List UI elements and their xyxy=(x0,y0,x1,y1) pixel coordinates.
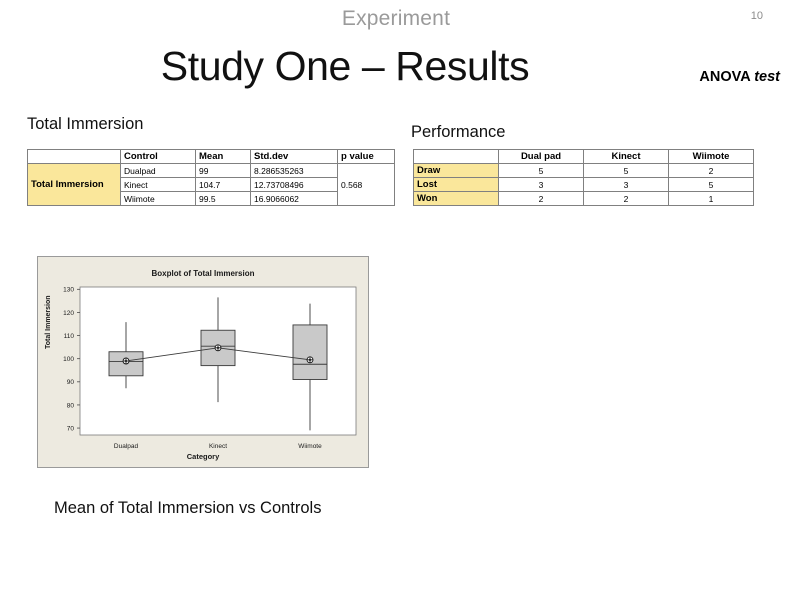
cell-draw-wiimote: 2 xyxy=(668,163,754,178)
svg-text:90: 90 xyxy=(67,379,75,386)
cell-lost-dualpad: 3 xyxy=(498,177,584,192)
slide-kicker: Experiment xyxy=(341,7,451,30)
svg-text:100: 100 xyxy=(63,356,74,363)
header-cell-pvalue: p value xyxy=(337,149,395,164)
cell-lost-wiimote: 5 xyxy=(668,177,754,192)
row-header-total-immersion: Total Immersion xyxy=(27,163,121,206)
cell-won-wiimote: 1 xyxy=(668,191,754,206)
header-cell-blank xyxy=(27,149,121,164)
cell-mean-dualpad: 99 xyxy=(195,163,251,178)
header-cell-wiimote: Wiimote xyxy=(668,149,754,164)
table-row: Draw 5 5 2 xyxy=(413,163,754,178)
page-title: Study One – Results xyxy=(160,43,530,89)
table-header-row: Control Mean Std.dev p value xyxy=(27,149,395,164)
header-cell-dualpad: Dual pad xyxy=(498,149,584,164)
anova-main: ANOVA xyxy=(699,69,751,85)
svg-text:110: 110 xyxy=(64,333,75,340)
header-cell-kinect: Kinect xyxy=(583,149,669,164)
svg-text:80: 80 xyxy=(67,402,75,409)
row-header-lost: Lost xyxy=(413,177,499,192)
cell-draw-kinect: 5 xyxy=(583,163,669,178)
svg-text:Wiimote: Wiimote xyxy=(298,443,322,450)
svg-text:Kinect: Kinect xyxy=(209,443,227,450)
cell-won-dualpad: 2 xyxy=(498,191,584,206)
page-number: 10 xyxy=(750,10,763,22)
table-row: Lost 3 3 5 xyxy=(413,177,754,192)
section-label-performance: Performance xyxy=(411,123,506,141)
table-row: Wiimote 99.5 16.9066062 xyxy=(28,191,395,206)
cell-control-wiimote: Wiimote xyxy=(120,191,196,206)
cell-control-dualpad: Dualpad xyxy=(120,163,196,178)
header-cell-blank xyxy=(413,149,499,164)
chart-x-axis-label: Category xyxy=(186,452,220,461)
performance-table: Dual pad Kinect Wiimote Draw 5 5 2 Lost … xyxy=(413,149,754,206)
cell-p-value: 0.568 xyxy=(337,163,395,206)
row-header-won: Won xyxy=(413,191,499,206)
svg-text:Dualpad: Dualpad xyxy=(114,443,139,450)
boxplot-figure: Boxplot of Total Immersion Total Immersi… xyxy=(37,256,369,468)
cell-std-kinect: 12.73708496 xyxy=(250,177,338,192)
cell-mean-wiimote: 99.5 xyxy=(195,191,251,206)
figure-caption: Mean of Total Immersion vs Controls xyxy=(54,499,322,517)
table-row: Kinect 104.7 12.73708496 xyxy=(28,177,395,192)
table-header-row: Dual pad Kinect Wiimote xyxy=(413,149,754,164)
section-label-total-immersion: Total Immersion xyxy=(27,115,144,133)
svg-text:120: 120 xyxy=(63,310,74,317)
total-immersion-table: Control Mean Std.dev p value Total Immer… xyxy=(27,149,395,206)
cell-lost-kinect: 3 xyxy=(583,177,669,192)
table-row: Won 2 2 1 xyxy=(413,191,754,206)
header-cell-control: Control xyxy=(120,149,196,164)
cell-std-dualpad: 8.286535263 xyxy=(250,163,338,178)
header-cell-mean: Mean xyxy=(195,149,251,164)
table-row: Total Immersion Dualpad 99 8.286535263 0… xyxy=(27,163,395,206)
cell-mean-kinect: 104.7 xyxy=(195,177,251,192)
anova-test-label: ANOVA test xyxy=(699,69,780,85)
row-header-draw: Draw xyxy=(413,163,499,178)
chart-title: Boxplot of Total Immersion xyxy=(151,269,255,278)
cell-draw-dualpad: 5 xyxy=(498,163,584,178)
header-cell-stddev: Std.dev xyxy=(250,149,338,164)
cell-won-kinect: 2 xyxy=(583,191,669,206)
cell-std-wiimote: 16.9066062 xyxy=(250,191,338,206)
svg-text:70: 70 xyxy=(67,425,75,432)
svg-text:130: 130 xyxy=(63,287,74,294)
cell-control-kinect: Kinect xyxy=(120,177,196,192)
anova-italic: test xyxy=(754,69,780,85)
